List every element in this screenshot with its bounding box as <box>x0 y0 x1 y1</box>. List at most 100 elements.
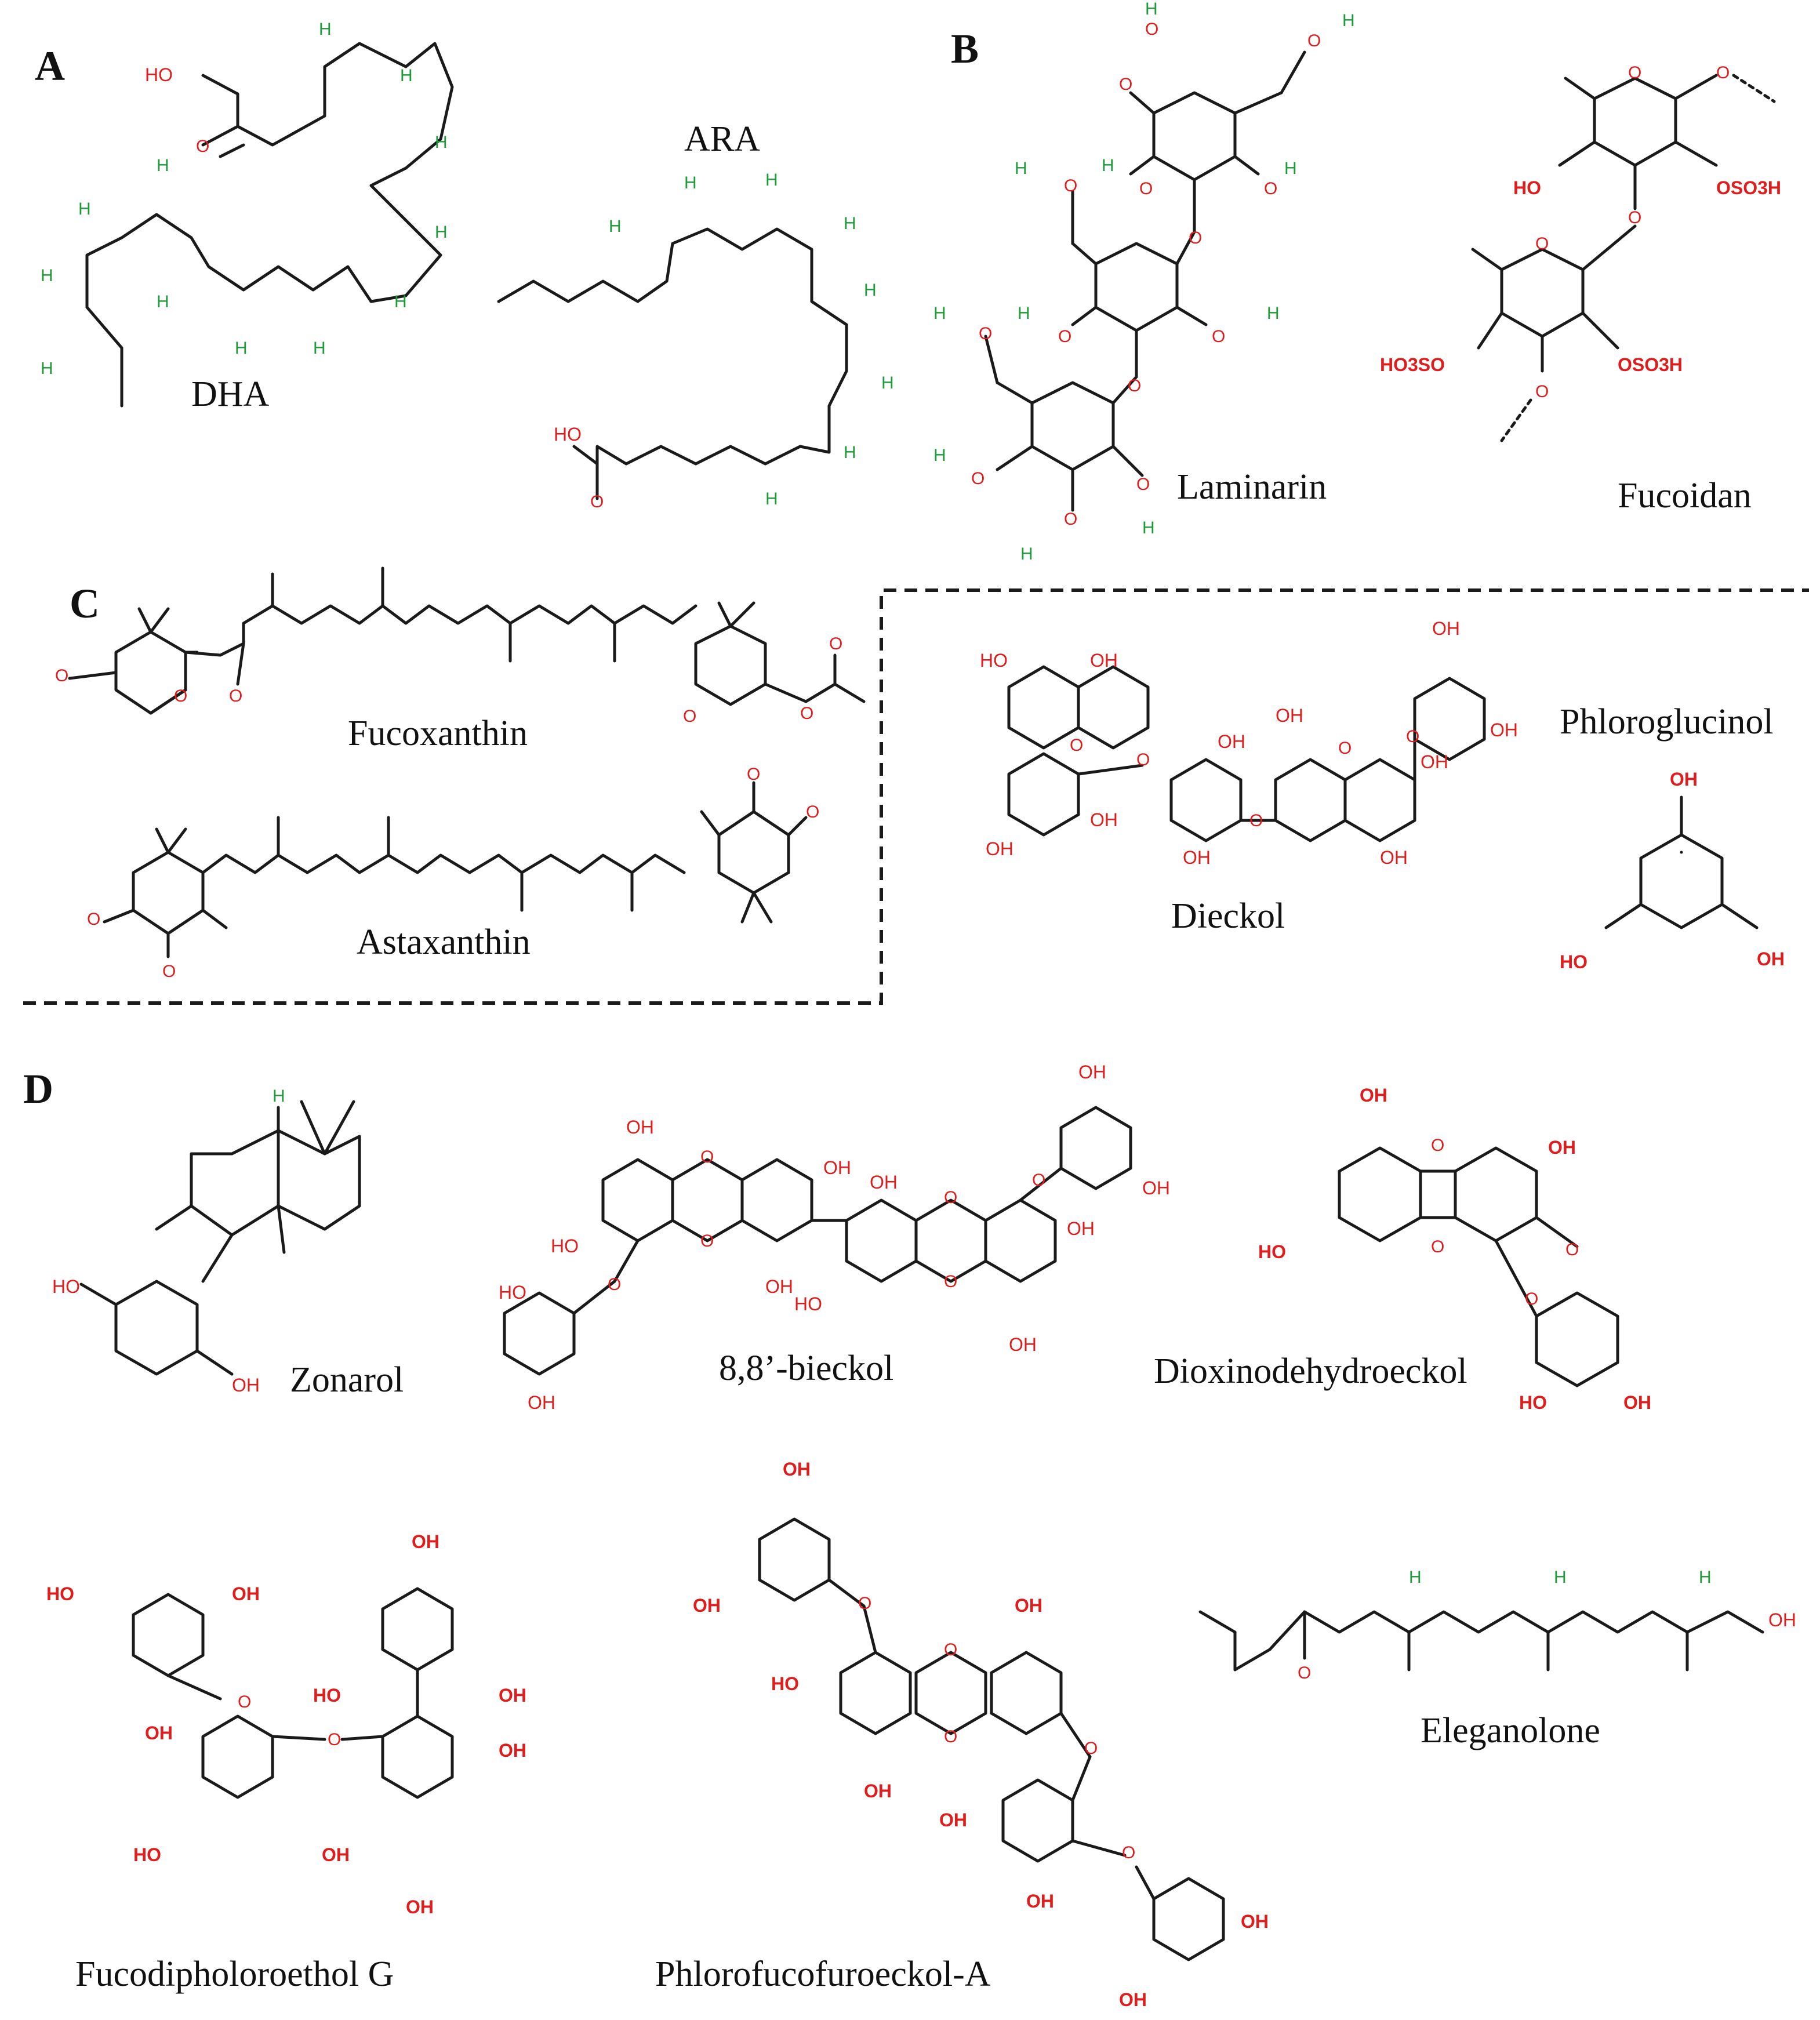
dha-h12: H <box>41 359 53 378</box>
bieckol-oh7: OH <box>1067 1218 1095 1239</box>
fuc-o1: O <box>1628 63 1641 82</box>
pffe-oh6: OH <box>939 1810 967 1830</box>
lam-o1: O <box>1307 31 1321 50</box>
bieckol-oh11: OH <box>1078 1062 1106 1082</box>
lam-o14: O <box>1136 475 1150 494</box>
fuc-oh: HO <box>1513 177 1541 198</box>
panel-label-a: A <box>35 43 65 89</box>
dha-h10: H <box>78 199 91 219</box>
ara-o: O <box>590 492 604 511</box>
ara-h4: H <box>864 281 877 300</box>
fucox-o3: O <box>229 686 242 706</box>
dieckol-oh4: OH <box>1090 809 1118 830</box>
elegan-h3: H <box>1699 1568 1712 1587</box>
fuc-o3: O <box>1628 208 1641 227</box>
diox-oh2: HO <box>1258 1241 1286 1262</box>
dieckol-oh8: OH <box>1421 751 1448 772</box>
zonarol-oh: OH <box>232 1375 260 1396</box>
dieckol-oh2: OH <box>1090 650 1118 671</box>
dha-h2: H <box>400 66 413 85</box>
dha-structure: O HO H H H H H H H H H H H H DHA <box>41 20 454 414</box>
bieckol-oh8: OH <box>1009 1334 1037 1355</box>
fucodiphloroethol-label: Fucodipholoroethol G <box>75 1954 394 1994</box>
diox-oh5: OH <box>1623 1392 1651 1413</box>
diox-o2: O <box>1431 1237 1444 1256</box>
pffe-oh1: OH <box>783 1459 811 1480</box>
eleganolone-label: Eleganolone <box>1421 1711 1600 1750</box>
fuc-so3h-1: OSO3H <box>1716 177 1781 198</box>
pffe-oh9: OH <box>1119 1989 1147 2010</box>
dha-h8: H <box>157 292 169 311</box>
bieckol-oh5: OH <box>870 1172 898 1193</box>
phloroglucinol-structure: OH HO OH Phloroglucinol <box>1560 702 1785 972</box>
fuco-oh8: OH <box>499 1685 526 1706</box>
ara-label: ARA <box>684 119 760 159</box>
ara-h1: H <box>684 173 697 192</box>
fucox-o6: O <box>829 634 842 653</box>
fuc-so3h-2: HO3SO <box>1380 354 1445 375</box>
astaxanthin-structure: O O O O Astaxanthin <box>87 765 819 981</box>
lam-o6: O <box>1189 228 1202 248</box>
ara-h8: H <box>609 217 622 236</box>
lam-h10: H <box>1020 544 1033 564</box>
pffe-oh5: OH <box>1015 1595 1042 1616</box>
dha-h4: H <box>435 223 448 242</box>
dieckol-oh10: OH <box>1432 618 1460 639</box>
diox-o4: O <box>1525 1289 1538 1309</box>
lam-h11: H <box>1142 518 1155 537</box>
dieckol-o1: O <box>1070 736 1083 755</box>
phloro-oh1: OH <box>1670 769 1698 790</box>
dieckol-oh11: OH <box>1490 720 1518 740</box>
dha-h1: H <box>319 20 332 39</box>
dieckol-label: Dieckol <box>1171 896 1285 936</box>
fucoxanthin-label: Fucoxanthin <box>348 714 528 753</box>
phlorofucofuroeckol-label: Phlorofucofuroeckol-A <box>655 1954 991 1994</box>
bieckol-oh10: OH <box>528 1392 555 1413</box>
eleganolone-structure: O OH H H H Eleganolone <box>1198 1568 1796 1750</box>
lam-o10: O <box>1128 376 1141 395</box>
fuco-o2: O <box>328 1730 341 1749</box>
bieckol-o5: O <box>608 1275 621 1294</box>
panel-label-b: B <box>951 26 979 72</box>
fuc-o2: O <box>1716 63 1730 82</box>
fuco-oh6: OH <box>412 1531 439 1552</box>
ara-h7: H <box>765 489 778 508</box>
dieckol-oh5: OH <box>1183 847 1211 868</box>
fuco-o1: O <box>238 1692 251 1712</box>
dieckol-oh9: OH <box>1380 847 1408 868</box>
dha-h9: H <box>157 156 169 175</box>
panel-label-c: C <box>70 580 100 627</box>
astax-o4: O <box>806 802 819 822</box>
fuc-o4: O <box>1535 234 1549 253</box>
dha-h11: H <box>41 266 53 285</box>
astax-o1: O <box>87 910 100 929</box>
dha-h6: H <box>313 339 326 358</box>
dieckol-o5: O <box>1406 727 1419 746</box>
lam-o5: O <box>1264 179 1277 198</box>
ara-h6: H <box>844 443 856 462</box>
pffe-o2: O <box>944 1640 957 1659</box>
astax-o3: O <box>747 765 760 784</box>
lam-h6: H <box>1018 304 1030 323</box>
fuco-oh10: OH <box>406 1897 434 1917</box>
dha-label: DHA <box>191 375 270 414</box>
pffe-oh8: OH <box>1241 1911 1269 1932</box>
lam-h7: H <box>1267 304 1280 323</box>
dieckol-oh3: OH <box>986 838 1013 859</box>
bieckol-oh9: HO <box>499 1282 526 1303</box>
lam-h1: H <box>1342 11 1355 30</box>
panel-c-divider <box>23 588 1809 1005</box>
pffe-o4: O <box>1084 1739 1098 1758</box>
pffe-oh2: OH <box>693 1595 721 1616</box>
fucodiphloroethol-structure: O O HO OH OH HO OH OH HO OH OH OH Fucodi… <box>46 1531 526 1994</box>
dieckol-o3: O <box>1249 811 1263 830</box>
lam-o3: O <box>1119 75 1132 94</box>
bieckol-o6: O <box>1032 1171 1045 1190</box>
lam-o4: O <box>1139 179 1153 198</box>
diox-o3: O <box>1565 1240 1579 1259</box>
lam-h5: H <box>1015 159 1027 178</box>
lam-h9: H <box>933 446 946 465</box>
fuco-oh4: HO <box>133 1844 161 1865</box>
dieckol-structure: O O O O O HO OH OH OH OH OH OH OH OH OH … <box>980 618 1518 936</box>
bieckol-o4: O <box>944 1272 957 1291</box>
